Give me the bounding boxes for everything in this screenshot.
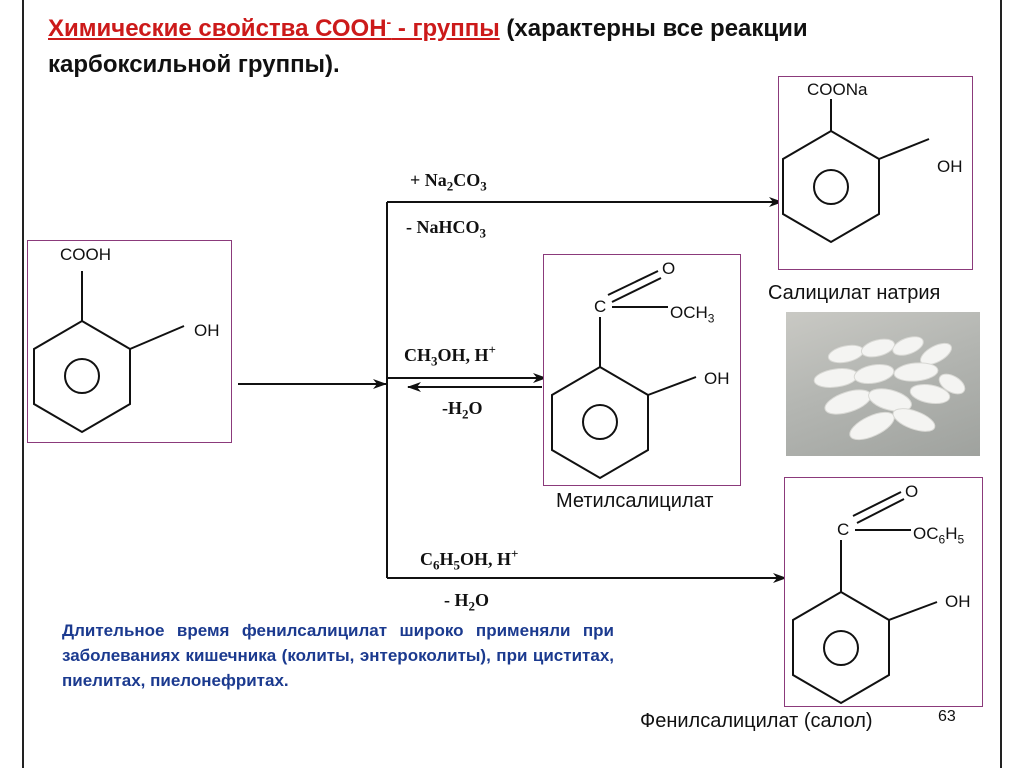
phenyl-oh-label: OH [945, 592, 971, 611]
phenyl-salicylate-structure [792, 491, 938, 705]
title-line2: карбоксильной группы). [48, 51, 340, 78]
methyl-salicylate-structure [551, 270, 697, 480]
phenyl-salicylate-note: Длительное время фенилсалицилат широко п… [62, 621, 614, 690]
reactant-oh-label: OH [194, 321, 220, 340]
sodium-salicylate-caption: Салицилат натрия [768, 282, 941, 304]
reagent-na2co3: + Na2CO3 [410, 170, 487, 194]
sodium-coona-label: COONa [807, 80, 868, 99]
reagent-nahco3: - NaHCO3 [406, 217, 486, 241]
title-rest: (характерны все реакции [499, 15, 808, 42]
reagent-minus-water-2: - H2O [444, 590, 490, 614]
methyl-o-label: O [662, 259, 676, 278]
phenyl-salicylate-box: O C OC6H5 OH [784, 477, 983, 707]
phenyl-c-label: C [837, 520, 850, 539]
phenyl-o-label: O [905, 482, 919, 501]
methyl-ester-label: OCH3 [670, 303, 715, 326]
sodium-oh-label: OH [937, 157, 963, 176]
methyl-c-label: C [594, 297, 607, 316]
sodium-salicylate-box: COONa OH [778, 76, 973, 270]
title-highlight-tail: - группы [391, 15, 500, 42]
reagent-phenol: C6H5OH, H+ [420, 546, 519, 573]
title-highlight: Химические свойства СООН [48, 15, 387, 42]
frame-right-line [1000, 0, 1002, 768]
slide-title: Химические свойства СООН- - группы (хара… [48, 4, 808, 83]
methyl-salicylate-box: O C OCH3 OH [543, 254, 741, 486]
title-superscript: - [386, 14, 392, 30]
sodium-salicylate-structure [782, 99, 930, 244]
methyl-oh-label: OH [704, 369, 730, 388]
page-number: 63 [938, 708, 956, 725]
salicylic-acid-structure [33, 271, 185, 434]
reactant-structure-box: COOH OH [27, 240, 232, 443]
phenyl-salicylate-caption: Фенилсалицилат (салол) [640, 710, 873, 732]
reagent-methanol: CH3OH, H+ [404, 342, 496, 369]
reagent-minus-water-1: -H2O [442, 398, 483, 422]
frame-left-line [22, 0, 24, 768]
tablets-photo [786, 312, 980, 456]
tablets-icon [813, 336, 966, 441]
reactant-cooh-label: COOH [60, 245, 111, 264]
phenyl-ester-label: OC6H5 [913, 524, 965, 547]
methyl-salicylate-caption: Метилсалицилат [556, 490, 714, 512]
